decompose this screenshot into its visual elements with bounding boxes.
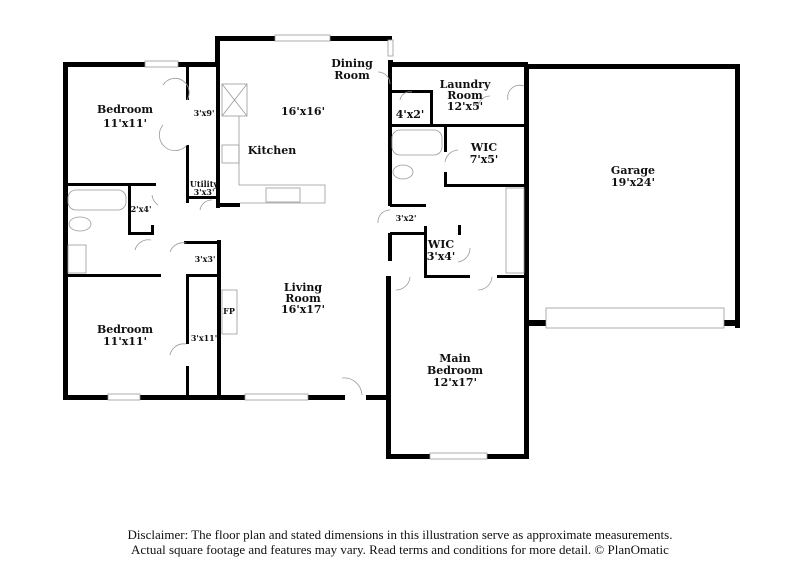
closet-3x2-label: 3'x2' — [396, 213, 417, 223]
kitchen-label: Kitchen — [248, 144, 297, 157]
closet-3x3-label: 3'x3' — [195, 254, 216, 264]
closet-4x2-label: 4'x2' — [396, 108, 425, 121]
closet-3x9-label: 3'x9' — [194, 108, 215, 118]
fixtures — [67, 71, 525, 396]
kitchen-dining-dims: 16'x16' — [281, 105, 325, 118]
fireplace-label: FP — [223, 306, 235, 316]
closet-2x4-label: 2'x4' — [131, 204, 152, 214]
disclaimer-line-2: Actual square footage and features may v… — [131, 542, 669, 557]
closet-3x11-label: 3'x11' — [191, 333, 217, 343]
disclaimer-line-1: Disclaimer: The floor plan and stated di… — [127, 527, 673, 542]
walls — [63, 36, 740, 459]
windows — [107, 34, 725, 460]
